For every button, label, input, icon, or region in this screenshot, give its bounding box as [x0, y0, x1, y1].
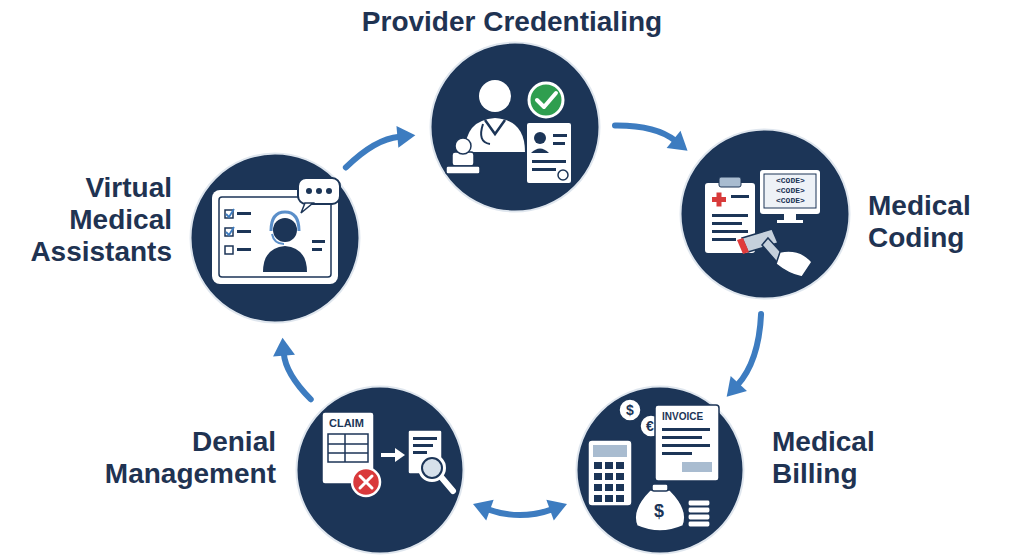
- service-circle: Denial Management: [295, 385, 465, 555]
- circle-outline: [679, 128, 851, 300]
- node-label: Medical Coding: [868, 190, 1003, 254]
- cycle-arrow: [615, 125, 688, 150]
- arrow-line: [488, 509, 552, 515]
- service-circle: Medical Billing: [575, 385, 745, 555]
- circle-shape: [431, 43, 600, 212]
- icon-text: <CODE>: [776, 197, 805, 205]
- icon-text: €: [646, 419, 654, 433]
- arrow-line: [615, 125, 675, 140]
- arrow-head: [667, 131, 688, 151]
- icon-text: $: [654, 502, 664, 520]
- icon-text: <CODE>: [776, 187, 805, 195]
- node-label: Medical Billing: [772, 426, 907, 490]
- arrow-head: [473, 500, 494, 521]
- circle-shape: [577, 387, 744, 554]
- icon-text: INVOICE: [662, 412, 703, 422]
- cycle-arrow: [727, 314, 761, 397]
- arrow-line: [737, 314, 761, 385]
- circle-shape: [297, 387, 464, 554]
- circle-shape: [191, 154, 360, 323]
- service-circle: Virtual Medical Assistants: [189, 152, 361, 324]
- cycle-arrow: [473, 500, 567, 521]
- icon-text: CLAIM: [329, 418, 364, 429]
- node-label: Denial Management: [78, 426, 276, 490]
- node-label: Provider Credentialing: [312, 6, 712, 38]
- circle-shape: [681, 130, 850, 299]
- arrow-head: [273, 338, 295, 357]
- cycle-arrow: [346, 126, 415, 168]
- arrow-line: [346, 137, 400, 168]
- icon-text: <CODE>: [776, 177, 805, 185]
- arrow-head: [727, 376, 747, 397]
- circle-outline: [295, 385, 465, 555]
- arrow-head: [546, 500, 567, 521]
- icon-text: $: [626, 403, 634, 417]
- cycle-arrow: [273, 338, 311, 400]
- node-label: Virtual Medical Assistants: [12, 172, 172, 268]
- arrow-head: [396, 126, 415, 148]
- service-circle: Medical Coding: [679, 128, 851, 300]
- circle-outline: [575, 385, 745, 555]
- arrow-line: [284, 354, 311, 400]
- circle-outline: [429, 41, 601, 213]
- service-circle: Provider Credentialing: [429, 41, 601, 213]
- circle-outline: [189, 152, 361, 324]
